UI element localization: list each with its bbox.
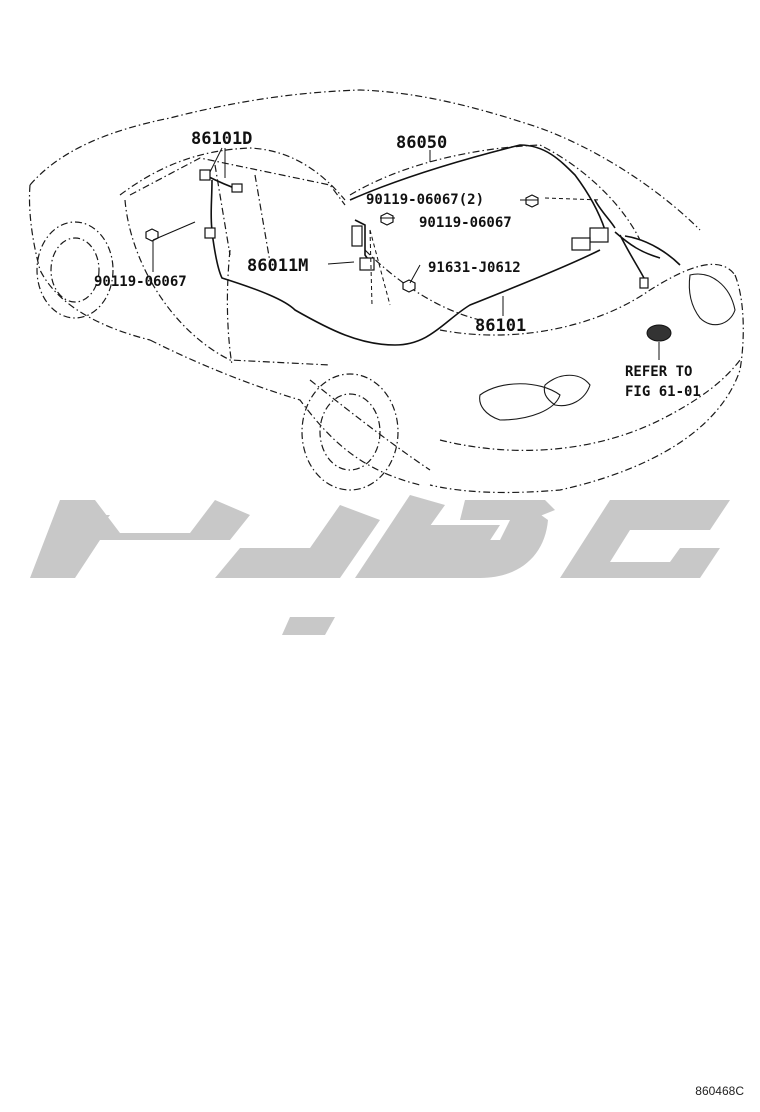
drawing-code: 860468C bbox=[695, 1084, 744, 1098]
callout-labels: 86101D 86050 90119-06067(2) 90119-06067 … bbox=[94, 129, 701, 400]
label-86011m: 86011M bbox=[247, 256, 308, 276]
bolt-icon-90119-a bbox=[145, 228, 159, 242]
screw-icon-91631 bbox=[402, 279, 416, 293]
antenna-cord-86101d bbox=[204, 174, 241, 231]
car-outline bbox=[28, 89, 744, 494]
bolt-icon-90119-b bbox=[380, 212, 394, 226]
label-fig-ref: FIG 61-01 bbox=[625, 384, 701, 400]
window-antenna-86050 bbox=[349, 144, 606, 231]
antenna-cord-86101 bbox=[211, 231, 601, 346]
label-90119-06067-2: 90119-06067(2) bbox=[366, 192, 484, 208]
label-86050: 86050 bbox=[396, 133, 447, 153]
grommet bbox=[646, 324, 672, 342]
leader-lines bbox=[152, 147, 660, 360]
label-90119-06067-b: 90119-06067 bbox=[419, 215, 512, 231]
bolt-icon-90119-2 bbox=[525, 194, 539, 208]
label-86101d: 86101D bbox=[191, 129, 252, 149]
label-86101: 86101 bbox=[475, 316, 526, 336]
label-90119-06067-a: 90119-06067 bbox=[94, 274, 187, 290]
label-refer-to: REFER TO bbox=[625, 364, 692, 380]
wire-harness bbox=[145, 144, 681, 346]
watermark-logo bbox=[30, 495, 730, 635]
label-91631-j0612: 91631-J0612 bbox=[428, 260, 521, 276]
